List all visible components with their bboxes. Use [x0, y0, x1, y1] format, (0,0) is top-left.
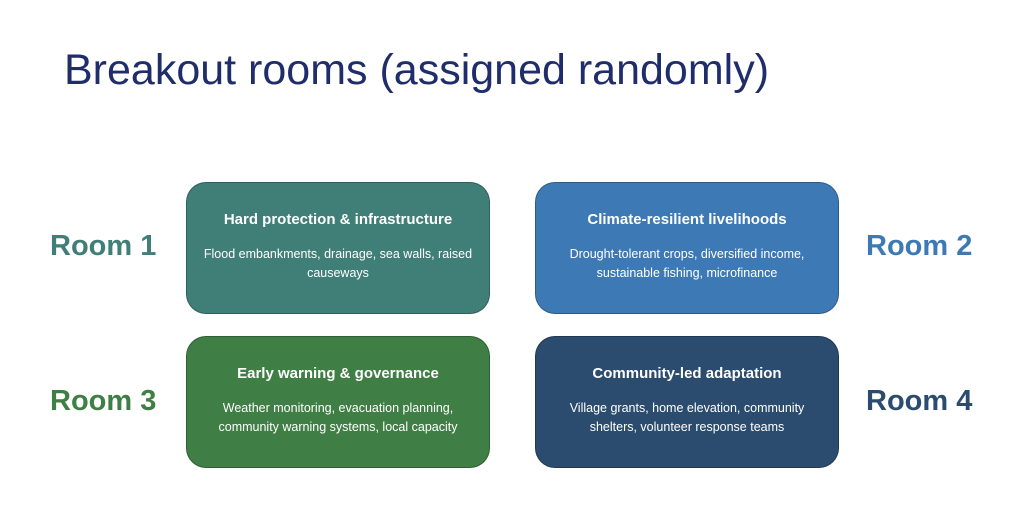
room-4-heading: Community-led adaptation	[592, 365, 782, 382]
room-2-card: Climate-resilient livelihoods Drought-to…	[535, 182, 839, 314]
room-2-heading: Climate-resilient livelihoods	[587, 211, 787, 228]
slide-title: Breakout rooms (assigned randomly)	[64, 46, 770, 94]
room-1-heading: Hard protection & infrastructure	[223, 211, 453, 228]
room-1-label: Room 1	[50, 230, 157, 262]
room-2-label: Room 2	[866, 230, 973, 262]
room-2-description: Drought-tolerant crops, diversified inco…	[569, 247, 805, 280]
room-1-card: Hard protection & infrastructure Flood e…	[186, 182, 490, 314]
room-3-heading: Early warning & governance	[237, 365, 439, 382]
room-3-card: Early warning & governance Weather monit…	[186, 336, 490, 468]
room-1-description: Flood embankments, drainage, sea walls, …	[203, 247, 473, 280]
room-3-description: Weather monitoring, evacuation planning,…	[218, 401, 458, 434]
room-4-card: Community-led adaptation Village grants,…	[535, 336, 839, 468]
room-4-description: Village grants, home elevation, communit…	[569, 401, 805, 434]
room-4-label: Room 4	[866, 385, 973, 417]
room-3-label: Room 3	[50, 385, 157, 417]
